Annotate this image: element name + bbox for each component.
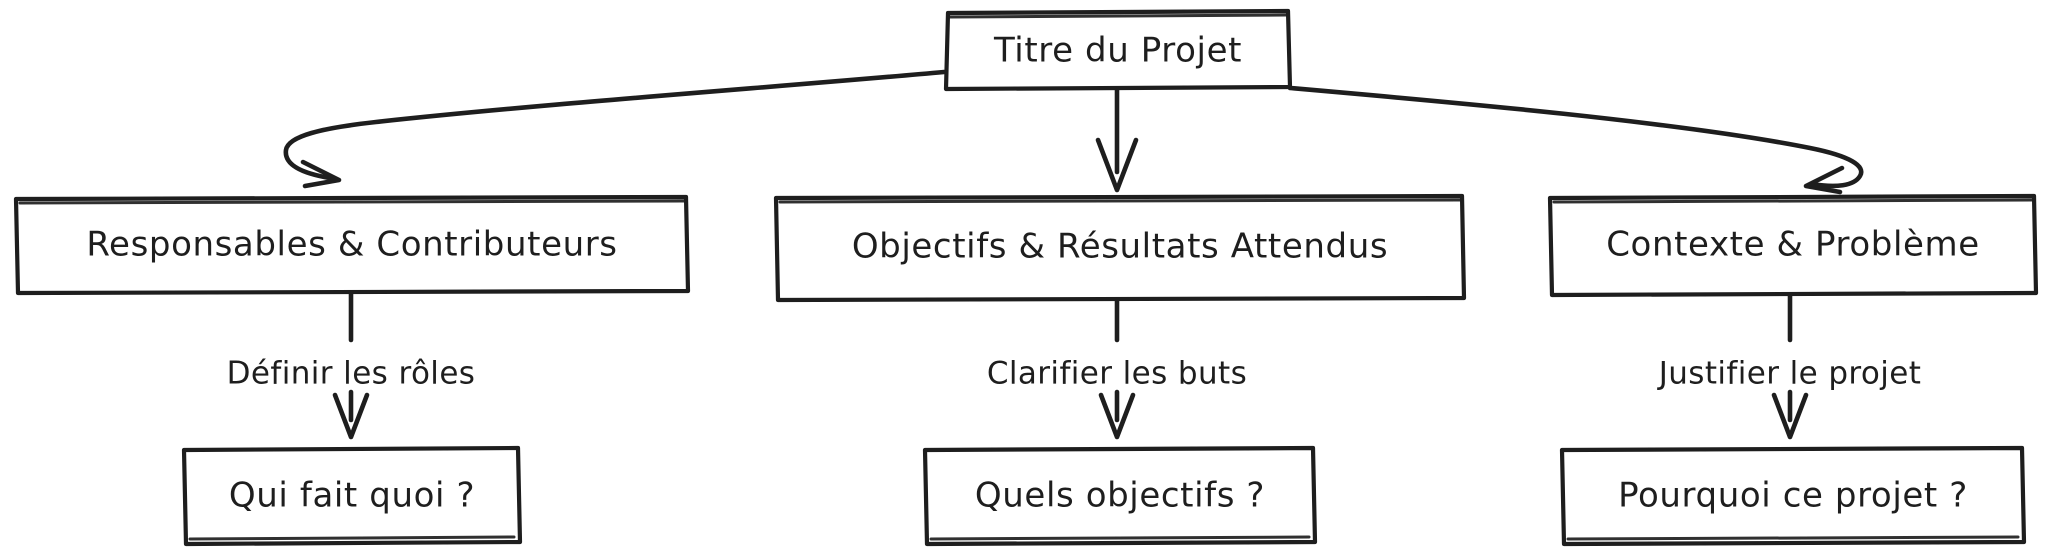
node-qui-fait-quoi-box-sketch — [188, 535, 516, 541]
node-objectifs-resultats-attendus-box-sketch — [778, 198, 1462, 204]
edge-contexte-child-arrowhead — [1771, 392, 1809, 440]
node-titre-du-projet[interactable]: Titre du Projet — [943, 8, 1293, 92]
node-objectifs-resultats-attendus-box[interactable] — [773, 193, 1467, 303]
node-titre-du-projet-label: Titre du Projet — [993, 31, 1242, 71]
node-qui-fait-quoi-label: Qui fait quoi ? — [229, 476, 475, 516]
node-quels-objectifs-box-sketch — [929, 535, 1311, 541]
node-qui-fait-quoi[interactable]: Qui fait quoi ? — [181, 445, 523, 547]
node-qui-fait-quoi-box[interactable] — [181, 445, 523, 547]
edge-contexte-to-pourquoi-ce-projet — [1771, 292, 1809, 440]
node-responsables-contributeurs-box-sketch — [18, 199, 686, 205]
edge-titre-contexte-arrowhead — [1803, 165, 1845, 195]
edge-titre-to-contexte — [1287, 85, 1864, 195]
node-pourquoi-ce-projet-box-sketch — [1566, 535, 2020, 541]
node-responsables-contributeurs[interactable]: Responsables & Contributeurs — [13, 194, 691, 296]
node-contexte-probleme-box[interactable] — [1547, 193, 2039, 298]
node-titre-du-projet-box-sketch — [948, 13, 1288, 19]
node-quels-objectifs[interactable]: Quels objectifs ? — [922, 445, 1318, 547]
node-responsables-contributeurs-box[interactable] — [13, 194, 691, 296]
edge-responsables-to-qui-fait-quoi — [332, 290, 370, 440]
edge-responsables-child-arrowhead — [332, 392, 370, 440]
edge-titre-responsables-arrowhead — [300, 159, 342, 189]
edge-label-justifier-le-projet: Justifier le projet — [1657, 356, 1922, 392]
edge-titre-contexte-path — [1287, 85, 1864, 189]
edge-label-definir-les-roles: Définir les rôles — [227, 356, 476, 392]
edge-titre-to-objectifs — [1095, 87, 1139, 193]
edge-objectifs-to-quels-objectifs — [1098, 297, 1136, 440]
node-pourquoi-ce-projet[interactable]: Pourquoi ce projet ? — [1559, 445, 2027, 547]
edge-titre-to-responsables — [283, 69, 947, 189]
edge-objectifs-child-arrowhead — [1098, 392, 1136, 440]
node-objectifs-resultats-attendus[interactable]: Objectifs & Résultats Attendus — [773, 193, 1467, 303]
node-quels-objectifs-box[interactable] — [922, 445, 1318, 547]
node-titre-du-projet-box[interactable] — [943, 8, 1293, 92]
edge-titre-objectifs-arrowhead — [1095, 137, 1139, 193]
edge-label-clarifier-les-buts: Clarifier les buts — [987, 356, 1247, 392]
node-objectifs-resultats-attendus-label: Objectifs & Résultats Attendus — [852, 227, 1388, 267]
node-pourquoi-ce-projet-label: Pourquoi ce projet ? — [1618, 476, 1968, 516]
node-pourquoi-ce-projet-box[interactable] — [1559, 445, 2027, 547]
edge-titre-responsables-path — [283, 69, 947, 181]
node-quels-objectifs-label: Quels objectifs ? — [975, 476, 1265, 516]
node-contexte-probleme[interactable]: Contexte & Problème — [1547, 193, 2039, 298]
node-responsables-contributeurs-label: Responsables & Contributeurs — [86, 225, 617, 265]
node-contexte-probleme-label: Contexte & Problème — [1606, 225, 1980, 265]
node-contexte-probleme-box-sketch — [1552, 198, 2034, 204]
